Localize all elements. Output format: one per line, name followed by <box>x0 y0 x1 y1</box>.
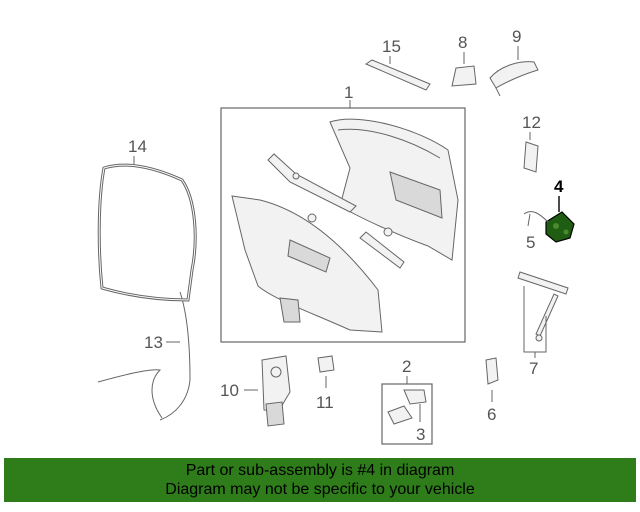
part-14-seal: 14 <box>97 137 197 302</box>
part-7-gas-strut: 7 <box>517 271 569 378</box>
part-2-3-bracket-set: 2 3 <box>381 357 433 445</box>
part-4-latch-highlighted: 4 <box>545 177 575 243</box>
callout-8: 8 <box>458 33 467 52</box>
part-5-rod: 5 <box>523 211 549 252</box>
callout-5: 5 <box>526 233 535 252</box>
callout-4: 4 <box>554 177 564 196</box>
banner-line-1: Part or sub-assembly is #4 in diagram <box>185 462 455 479</box>
callout-11: 11 <box>316 393 334 412</box>
part-9-handle: 9 <box>489 27 539 97</box>
part-8-bracket: 8 <box>451 33 477 87</box>
info-banner: Part or sub-assembly is #4 in diagram Di… <box>4 458 636 502</box>
part-15-molding: 15 <box>364 37 431 91</box>
callout-6: 6 <box>487 405 496 424</box>
callout-7: 7 <box>529 359 538 378</box>
callout-14: 14 <box>128 137 147 156</box>
callout-1: 1 <box>344 83 353 102</box>
part-12-hinge: 12 <box>522 113 541 173</box>
part-1-liftgate-assembly: 1 <box>220 83 466 343</box>
part-11-clip: 11 <box>316 355 335 412</box>
part-13-weatherstrip: 13 <box>97 291 191 421</box>
callout-13: 13 <box>144 333 163 352</box>
callout-2: 2 <box>402 357 411 376</box>
callout-12: 12 <box>522 113 541 132</box>
callout-10: 10 <box>220 381 239 400</box>
part-10-wiper-motor: 10 <box>220 355 291 427</box>
part-6-switch: 6 <box>485 357 499 424</box>
callout-15: 15 <box>382 37 401 56</box>
callout-3: 3 <box>416 425 425 444</box>
banner-line-2: Diagram may not be specific to your vehi… <box>165 481 475 498</box>
callout-9: 9 <box>512 27 521 46</box>
